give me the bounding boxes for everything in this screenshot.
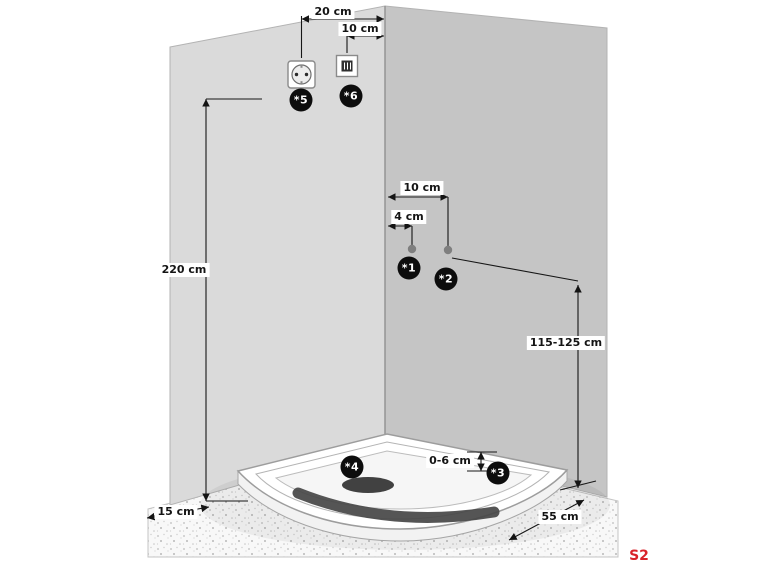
- point-1-dot: [407, 244, 417, 254]
- left-wall: [169, 5, 386, 506]
- marker-2-badge: *2: [434, 267, 458, 291]
- dim-10cm-wall-label: 10 cm: [400, 181, 444, 195]
- dim-115-125cm-label: 115-125 cm: [526, 336, 606, 350]
- dim-10cm-top-label: 10 cm: [338, 22, 382, 36]
- marker-1-badge: *1: [397, 256, 421, 280]
- dim-55cm-label: 55 cm: [538, 510, 582, 524]
- connection-box-icon: [335, 54, 359, 78]
- ref-line-connection-height: [451, 257, 579, 282]
- dim-20cm-label: 20 cm: [311, 5, 355, 19]
- marker-4-badge: *4: [340, 455, 364, 479]
- tray-front-shadow: [292, 487, 500, 523]
- marker-5-badge: *5: [289, 88, 313, 112]
- marker-6-badge: *6: [339, 84, 363, 108]
- dim-0-6cm-label: 0-6 cm: [426, 454, 474, 468]
- marker-3-badge: *3: [486, 461, 510, 485]
- point-2-dot: [443, 245, 453, 255]
- dim-15cm-label: 15 cm: [154, 505, 198, 519]
- right-wall: [384, 5, 608, 498]
- dim-4cm-label: 4 cm: [391, 210, 427, 224]
- dim-220cm-label: 220 cm: [158, 263, 210, 277]
- figure-code: S2: [629, 548, 649, 564]
- tick-tray-rim: [559, 480, 597, 491]
- tray-drain: [342, 477, 394, 493]
- dimension-lines: [146, 15, 597, 541]
- power-socket-icon: [287, 60, 316, 89]
